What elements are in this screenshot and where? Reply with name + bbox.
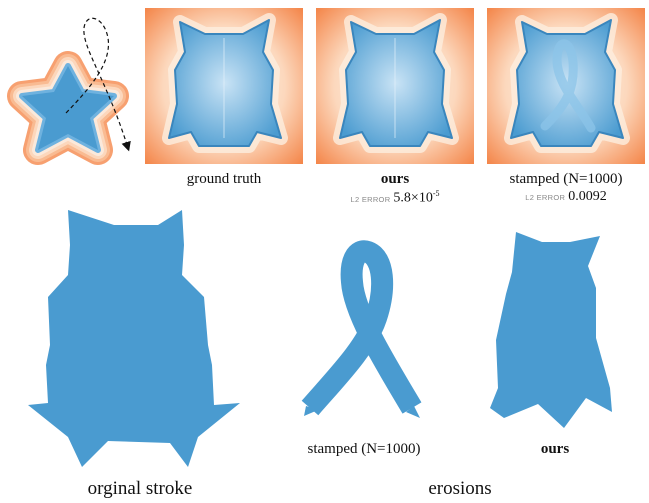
star-offset-bands <box>22 66 114 150</box>
stamped-error-value: 0.0092 <box>568 189 607 204</box>
ours-shape <box>340 20 452 146</box>
ours-error-value: 5.8×10 <box>393 191 432 206</box>
ours-error-exponent: -5 <box>433 189 440 198</box>
caption-ours: ours <box>316 171 474 188</box>
ours-error-label: L2 ERROR <box>351 195 391 204</box>
star-sweep-diagram <box>0 8 140 178</box>
caption-erosions: erosions <box>380 478 540 500</box>
original-stroke-shape <box>18 205 258 475</box>
caption-stamped-bottom: stamped (N=1000) <box>284 441 444 458</box>
eroded-ours-shape <box>484 228 634 438</box>
caption-stamped: stamped (N=1000) <box>487 171 645 188</box>
panel-ours <box>316 8 474 164</box>
eroded-stamped-shape <box>296 238 426 423</box>
caption-ours-bottom: ours <box>500 441 610 458</box>
ground-truth-shape <box>169 20 281 146</box>
panel-stamped <box>487 8 645 164</box>
stamped-error-label: L2 ERROR <box>525 193 565 202</box>
caption-original-stroke: orginal stroke <box>40 478 240 500</box>
caption-ground-truth: ground truth <box>145 171 303 188</box>
panel-ground-truth <box>145 8 303 164</box>
